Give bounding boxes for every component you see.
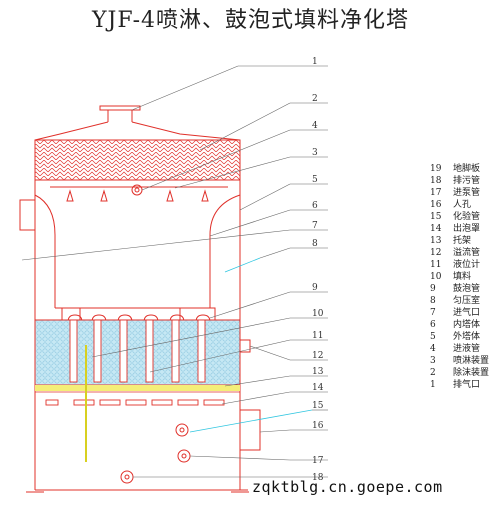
- legend-num: 4: [430, 344, 436, 354]
- callout-7: 7: [312, 221, 318, 231]
- leader-lines: [21, 65, 328, 478]
- legend-text: 喷淋装置: [453, 354, 489, 366]
- callout-17: 17: [312, 456, 324, 466]
- legend-text: 进泵管: [453, 186, 480, 198]
- demister-pad: [34, 139, 241, 181]
- legend-num: 14: [430, 224, 442, 234]
- legend-text: 鼓泡管: [453, 282, 480, 294]
- spray-device: [50, 184, 228, 202]
- legend-text: 除沫装置: [453, 366, 489, 378]
- callout-13: 13: [312, 367, 324, 377]
- legend-num: 17: [430, 188, 442, 198]
- diagram-title: YJF-4喷淋、鼓泡式填料净化塔: [92, 8, 410, 33]
- legend-num: 12: [430, 248, 441, 258]
- legend-text: 进气口: [453, 306, 480, 318]
- callout-18: 18: [312, 473, 324, 483]
- legend-num: 11: [430, 260, 441, 270]
- callout-2: 2: [312, 94, 318, 104]
- callout-15: 15: [312, 401, 324, 411]
- legend-num: 13: [430, 236, 442, 246]
- callout-numbers: 1 2 4 3 5 6 7 8 9 10 11 12 13 14 15 16 1…: [312, 57, 324, 483]
- legend-num: 6: [430, 320, 436, 330]
- outer-shell: [34, 140, 248, 491]
- callout-14: 14: [312, 383, 324, 393]
- callout-10: 10: [312, 309, 324, 319]
- legend-text: 进液管: [453, 342, 480, 354]
- legend-text: 外塔体: [453, 330, 480, 342]
- legend-num: 8: [430, 296, 436, 306]
- legend-num: 9: [430, 284, 436, 294]
- callout-3: 3: [312, 148, 318, 158]
- legend-text: 溢流管: [453, 246, 480, 258]
- callout-5: 5: [312, 175, 318, 185]
- callout-6: 6: [312, 201, 318, 211]
- legend-num: 15: [430, 212, 442, 222]
- legend-text: 人孔: [453, 199, 471, 210]
- legend-num: 5: [430, 332, 436, 342]
- legend-text: 匀压室: [453, 294, 480, 306]
- legend-text: 化验管: [453, 210, 480, 222]
- sump-fittings: [120, 409, 261, 484]
- exhaust-outlet: [34, 105, 241, 141]
- inner-tower: [34, 194, 241, 308]
- legend-text: 排污管: [453, 174, 480, 186]
- legend-num: 16: [430, 200, 442, 210]
- legend-text: 排气口: [453, 378, 480, 390]
- legend-text: 托架: [453, 234, 471, 246]
- legend-num: 7: [430, 308, 436, 318]
- legend-num: 2: [430, 368, 436, 378]
- legend-num: 18: [430, 176, 442, 186]
- legend-num: 10: [430, 272, 442, 282]
- support-tray: [35, 385, 240, 406]
- callout-12: 12: [312, 351, 323, 361]
- gas-inlet: [19, 199, 36, 231]
- legend-text: 内塔体: [453, 318, 480, 330]
- callout-9: 9: [312, 283, 318, 293]
- legend-num: 3: [430, 356, 436, 366]
- legend-num: 19: [430, 164, 442, 174]
- legend-text: 填料: [453, 270, 471, 282]
- legend-text: 出泡罩: [453, 222, 480, 234]
- accent-strokes: [189, 257, 313, 433]
- legend-text: 液位计: [453, 258, 480, 270]
- callout-1: 1: [312, 57, 318, 67]
- callout-4: 4: [312, 121, 318, 131]
- watermark-url: zqktblg.cn.goepe.com: [252, 478, 443, 496]
- legend-num: 1: [430, 380, 436, 390]
- callout-16: 16: [312, 421, 324, 431]
- callout-11: 11: [312, 331, 323, 341]
- callout-8: 8: [312, 239, 318, 249]
- legend-text: 地脚板: [453, 162, 480, 174]
- packing-bed: [34, 319, 241, 386]
